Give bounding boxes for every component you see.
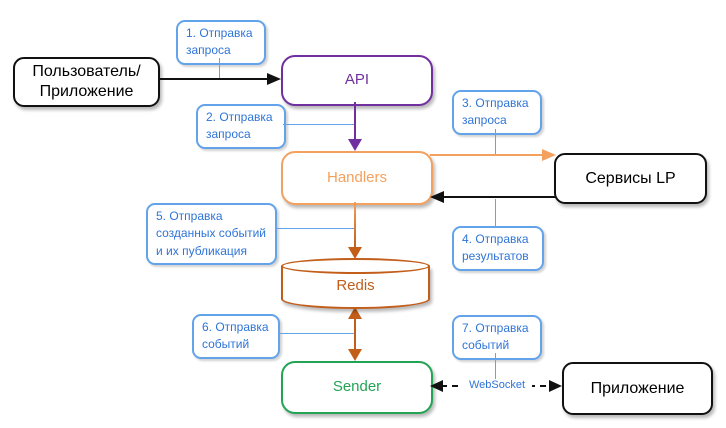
arrowhead-user-to-api xyxy=(267,73,281,85)
node-redis-database: Redis xyxy=(281,258,430,309)
edge-services-to-handlers xyxy=(443,196,556,198)
callout-2-text: 2. Отправка запроса xyxy=(206,110,273,142)
callout-5-send-created-events: 5. Отправка созданных событий и их публи… xyxy=(146,203,277,266)
connector-callout-3 xyxy=(495,129,496,154)
callout-7-send-events: 7. Отправка событий xyxy=(452,315,542,360)
websocket-label-text: WebSocket xyxy=(468,379,526,391)
callout-3-text: 3. Отправка запроса xyxy=(462,96,529,128)
callout-3-send-request: 3. Отправка запроса xyxy=(452,90,542,135)
edge-handlers-to-redis xyxy=(354,202,356,248)
edge-handlers-to-services xyxy=(430,154,543,156)
connector-callout-7 xyxy=(495,353,496,380)
node-services-lp: Сервисы LP xyxy=(554,153,707,204)
callout-6-send-events: 6. Отправка событий xyxy=(192,314,280,359)
node-handlers-label: Handlers xyxy=(326,168,388,186)
node-services-lp-label: Сервисы LP xyxy=(585,169,676,187)
arrowhead-to-sender xyxy=(430,380,443,392)
callout-6-text: 6. Отправка событий xyxy=(202,320,269,352)
node-application: Приложение xyxy=(562,362,713,415)
arrowhead-redis-to-sender xyxy=(348,349,362,361)
node-application-label: Приложение xyxy=(590,379,685,397)
callout-2-send-request: 2. Отправка запроса xyxy=(196,104,286,149)
node-api-label: API xyxy=(344,71,370,89)
arrowhead-to-application xyxy=(549,380,562,392)
node-handlers: Handlers xyxy=(281,151,433,205)
edge-redis-sender xyxy=(354,316,356,352)
connector-callout-2 xyxy=(283,124,354,125)
callout-1-send-request: 1. Отправка запроса xyxy=(176,20,266,65)
connector-callout-1 xyxy=(219,58,220,78)
cylinder-top-ellipse xyxy=(281,258,430,274)
edge-api-to-handlers xyxy=(354,102,356,140)
arrowhead-api-to-handlers xyxy=(348,139,362,151)
node-user-application: Пользователь/ Приложение xyxy=(13,57,160,107)
node-sender: Sender xyxy=(281,361,433,414)
callout-5-text: 5. Отправка созданных событий и их публи… xyxy=(156,209,267,258)
edge-user-to-api xyxy=(158,78,268,80)
arrowhead-services-to-handlers xyxy=(430,191,444,203)
callout-4-text: 4. Отправка результатов xyxy=(462,232,529,264)
node-user-application-label: Пользователь/ Приложение xyxy=(32,63,141,100)
node-api: API xyxy=(281,55,433,106)
node-sender-label: Sender xyxy=(332,378,382,396)
arrowhead-sender-to-redis xyxy=(348,307,362,319)
arrowhead-handlers-to-services xyxy=(542,149,556,161)
connector-callout-6 xyxy=(280,333,355,334)
connector-callout-4 xyxy=(495,199,496,226)
callout-1-text: 1. Отправка запроса xyxy=(186,26,253,58)
arrowhead-handlers-to-redis xyxy=(348,247,362,259)
callout-7-text: 7. Отправка событий xyxy=(462,321,529,353)
callout-4-send-results: 4. Отправка результатов xyxy=(452,226,544,271)
connector-callout-5 xyxy=(277,228,355,229)
node-redis-label: Redis xyxy=(336,277,375,294)
websocket-edge-label: WebSocket xyxy=(462,379,532,391)
